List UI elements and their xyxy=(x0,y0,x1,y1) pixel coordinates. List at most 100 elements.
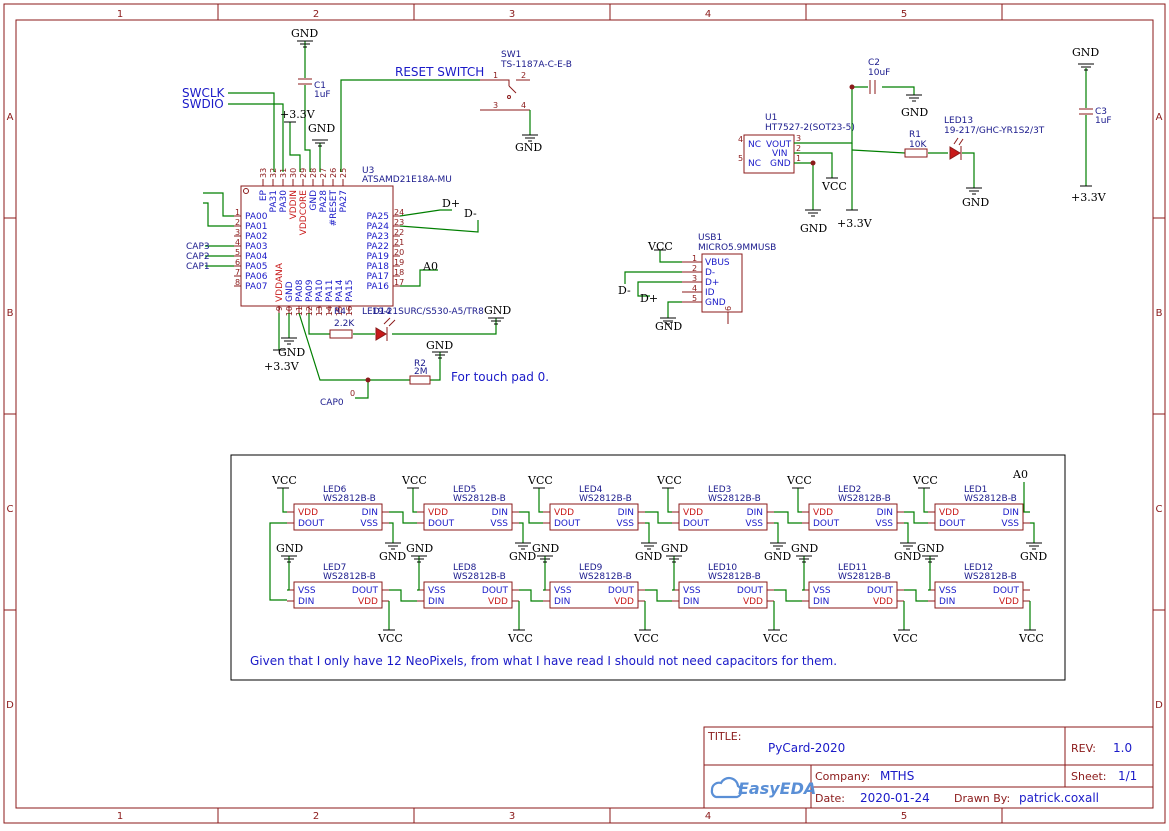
neopixel-part: WS2812B-B xyxy=(453,494,506,504)
led13-power-led[interactable]: LED13 19-217/GHC-YR1S2/3T xyxy=(944,116,1045,160)
neopixel-pin-vdd: VDD xyxy=(488,597,508,607)
u3-dminus-net: D- xyxy=(464,207,477,220)
u3-a0-net: A0 xyxy=(422,260,438,273)
neopixel-pin-vss: VSS xyxy=(360,519,378,529)
col-label-top-4: 4 xyxy=(705,9,711,20)
u1-part: HT7527-2(SOT23-5) xyxy=(765,123,855,133)
r4-resistor[interactable]: R4 2.2K xyxy=(329,307,355,339)
u3-pin-name: #RESET xyxy=(329,190,339,227)
u3-pin-num: 17 xyxy=(394,278,404,287)
neopixel-pin-din: DIN xyxy=(683,597,699,607)
c1-capacitor[interactable]: C1 1uF xyxy=(298,41,331,100)
u3-pin-num: 13 xyxy=(315,306,324,316)
u3-part: ATSAMD21E18A-MU xyxy=(362,175,452,185)
title-label: TITLE: xyxy=(707,730,741,743)
r1-resistor[interactable]: R1 10K xyxy=(904,130,928,158)
neopixel-pin-dout: DOUT xyxy=(867,586,894,596)
neopixel-ref: LED10 xyxy=(708,563,737,573)
u3-pin-name: PA30 xyxy=(279,190,289,213)
col-label-bottom-3: 3 xyxy=(509,811,515,822)
swdio-label: SWDIO xyxy=(182,97,224,111)
col-label-top-3: 3 xyxy=(509,9,515,20)
c3-capacitor[interactable]: C3 1uF xyxy=(1079,68,1112,186)
neopixel-note: Given that I only have 12 NeoPixels, fro… xyxy=(250,654,837,668)
c3-ref: C3 xyxy=(1095,107,1107,117)
company-label: Company: xyxy=(815,770,870,783)
neopixel-vcc-net: VCC xyxy=(762,632,788,645)
usb-dminus-net: D- xyxy=(618,284,631,297)
u3-pin-num: 9 xyxy=(275,306,284,311)
col-label-bottom-1: 1 xyxy=(117,811,123,822)
u3-pin-num: 11 xyxy=(295,306,304,316)
neopixel-ref: LED2 xyxy=(838,485,861,495)
u1-vcc-net: VCC xyxy=(821,180,847,193)
u3-pin-name: VDDCORE xyxy=(299,190,309,236)
u3-pin-num: 31 xyxy=(279,168,288,178)
u3-pin-name: PA31 xyxy=(269,190,279,212)
neopixel-pin-vss: VSS xyxy=(490,519,508,529)
u3-pin-name: PA08 xyxy=(295,279,305,302)
led13-part: 19-217/GHC-YR1S2/3T xyxy=(944,126,1045,136)
u3-pin-num: 10 xyxy=(285,306,294,316)
neopixel-ref: LED8 xyxy=(453,563,477,573)
u3-pin-num: 28 xyxy=(309,168,318,178)
col-label-bottom-2: 2 xyxy=(313,811,319,822)
u3-pin-name: PA05 xyxy=(245,262,267,272)
neopixel-gnd-net: GND xyxy=(379,550,406,563)
u3-pin-num: 6 xyxy=(235,258,240,267)
u1-regulator[interactable]: U1 HT7527-2(SOT23-5) NC NC 4 5 VOUT VIN … xyxy=(738,113,855,174)
neopixel-vcc-net: VCC xyxy=(912,474,938,487)
u3-pin-num: 4 xyxy=(235,238,240,247)
neopixel-gnd-net: GND xyxy=(894,550,921,563)
sw1-ref: SW1 xyxy=(501,50,521,60)
usb1-pin-num: 3 xyxy=(692,274,697,283)
r2-gnd-net: GND xyxy=(426,339,453,352)
neopixel-pin-din: DIN xyxy=(877,508,893,518)
u3-ref: U3 xyxy=(362,166,374,176)
u1-v33-net: +3.3V xyxy=(837,217,873,230)
neopixel-pin-vdd: VDD xyxy=(358,597,378,607)
title-block: TITLE: PyCard-2020 REV: 1.0 Company: MTH… xyxy=(703,726,1154,809)
u3-pin-num: 29 xyxy=(299,168,308,178)
u3-pin-name: GND xyxy=(309,190,319,211)
sw1-part: TS-1187A-C-E-B xyxy=(500,60,572,70)
u3-pin-name: PA25 xyxy=(367,212,389,222)
u1-pin-gnd: GND xyxy=(770,159,791,169)
neopixel-gnd-net: GND xyxy=(661,542,688,555)
u3-pin-name: PA28 xyxy=(319,190,329,213)
u3-pin-name: GND xyxy=(285,281,295,302)
r2-resistor[interactable]: R2 2M xyxy=(409,359,431,385)
u3-pin-num: 5 xyxy=(235,248,240,257)
u1-gnd-net: GND xyxy=(800,222,827,235)
u3-pin-name: EP xyxy=(259,189,269,201)
u3-pin-name: PA10 xyxy=(315,279,325,302)
neopixel-pin-dout: DOUT xyxy=(683,519,710,529)
neopixel-ref: LED9 xyxy=(579,563,603,573)
u3-pin-name: PA04 xyxy=(245,252,268,262)
sw1-reset-switch[interactable]: SW1 TS-1187A-C-E-B 1 2 3 4 xyxy=(480,50,572,135)
neopixel-pin-vss: VSS xyxy=(616,519,634,529)
neopixel-pin-vdd: VDD xyxy=(554,508,574,518)
u3-pin-name: VDDANA xyxy=(275,262,285,302)
c2-capacitor[interactable]: C2 10uF xyxy=(868,58,890,94)
neopixel-vcc-net: VCC xyxy=(656,474,682,487)
neopixel-part: WS2812B-B xyxy=(323,572,376,582)
usb-vcc-net: VCC xyxy=(647,240,673,253)
led14-status-led[interactable]: LED14 19-21SURC/S530-A5/TR8 xyxy=(362,307,484,341)
u3-pin-name: PA06 xyxy=(245,272,268,282)
usb1-pin-num: 1 xyxy=(692,254,697,263)
